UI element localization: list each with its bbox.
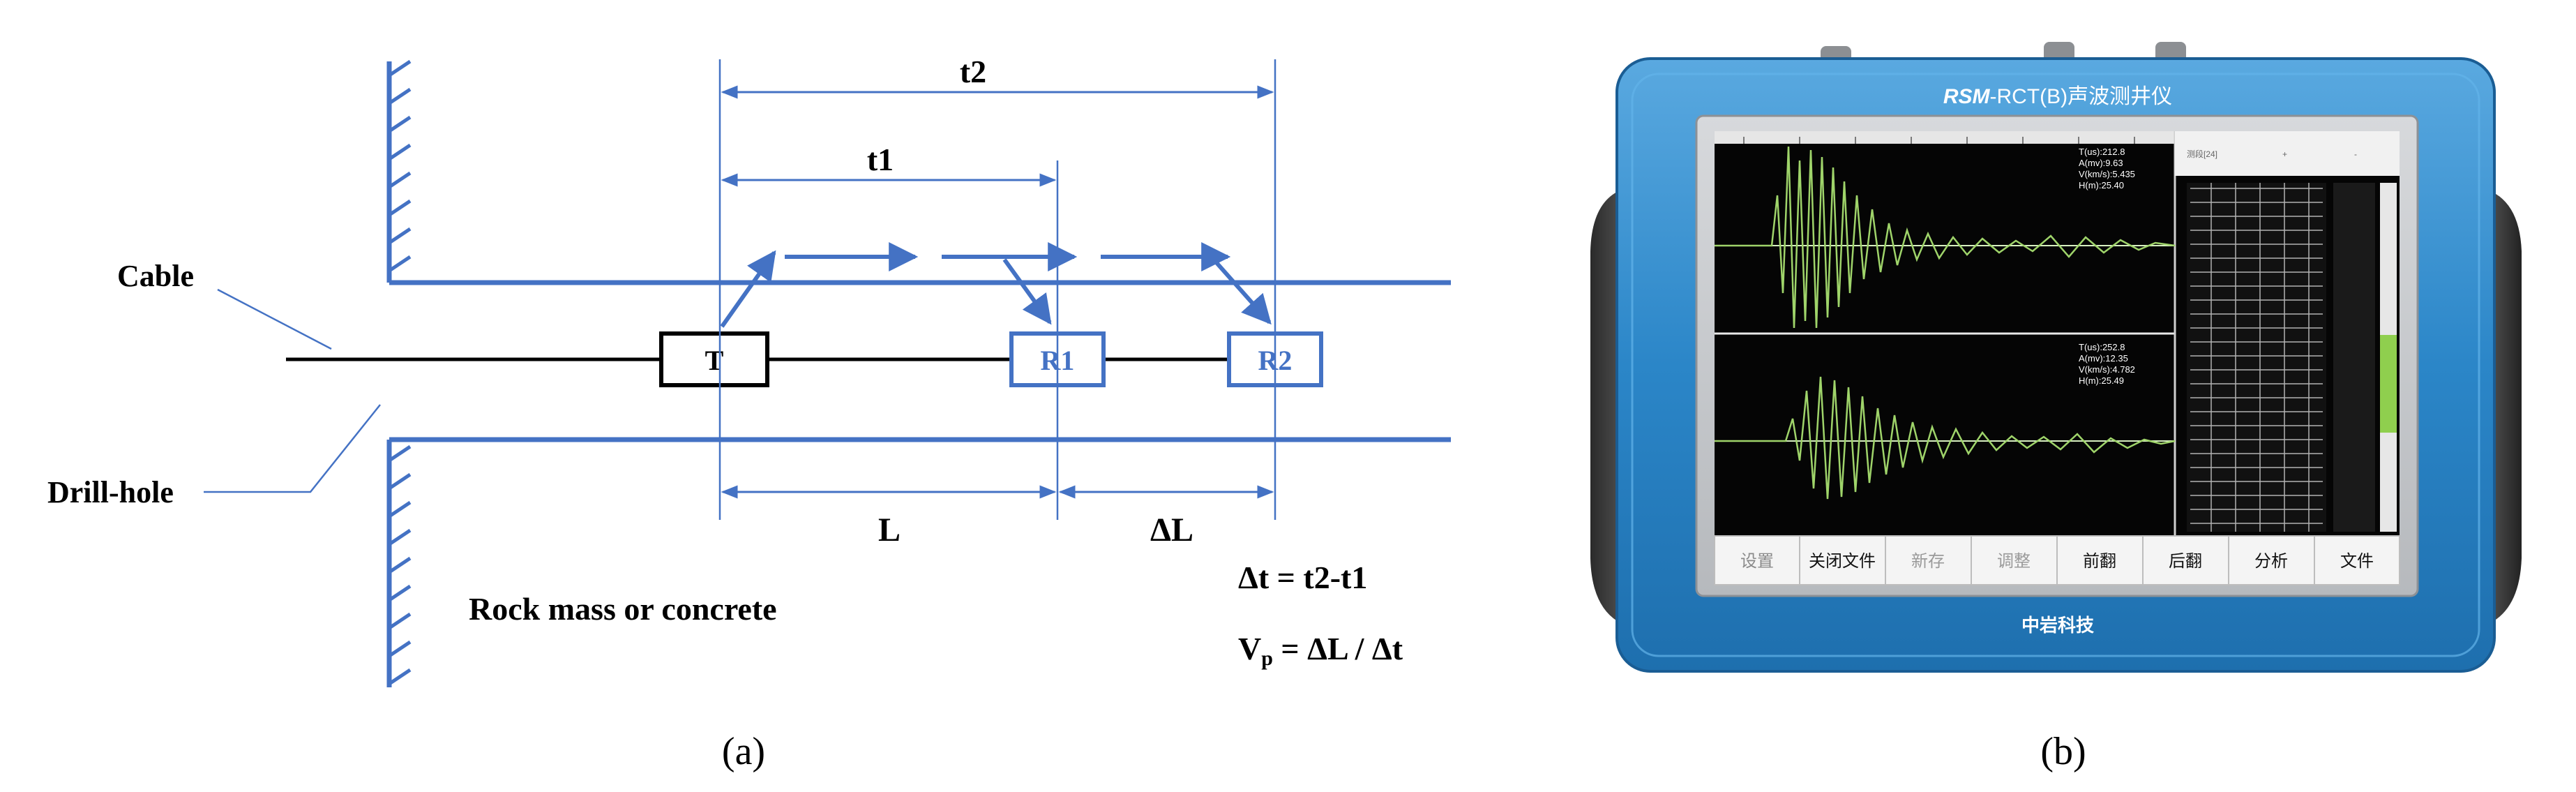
dimension-guides: [718, 59, 1276, 520]
btn-page-forward[interactable]: 前翻: [2083, 552, 2116, 571]
wall-hatching: [388, 59, 412, 686]
waveform-top: [1715, 146, 2176, 329]
t2-label: t2: [960, 54, 986, 89]
depth-profile-column-2: [2333, 183, 2375, 532]
transmitter-box: [659, 331, 769, 387]
side-scroll-green: [2380, 335, 2397, 433]
ruler-ticks: [1743, 137, 2135, 144]
drill-hole-leader: [204, 404, 381, 493]
wave-ray-path: [720, 242, 1272, 328]
svg-text:-: -: [2354, 149, 2357, 159]
delta-t-equation: Δt = t2-t1: [1238, 560, 1367, 595]
svg-text:测段[24]: 测段[24]: [2187, 149, 2217, 159]
button-labels: 设置 关闭文件 新存 调整 前翻 后翻 分析 文件: [1740, 552, 2374, 571]
panel-b-device: RSM-RCT(B)声波测井仪 T(us):212.8 A(mv):9.63 V…: [1590, 42, 2522, 773]
transmitter-label: T: [705, 345, 724, 376]
panel-a-diagram: T R1 R2 t2 t1 L ΔL: [47, 54, 1451, 773]
svg-text:A(mv):9.63: A(mv):9.63: [2079, 158, 2123, 168]
case-inner-edge: [1631, 73, 2480, 657]
btn-close-file[interactable]: 关闭文件: [1809, 552, 1876, 571]
brand-logo: 中岩科技: [2021, 615, 2094, 636]
readout-bottom: T(us):252.8 A(mv):12.35 V(km/s):4.782 H(…: [2079, 342, 2135, 386]
svg-text:T(us):252.8: T(us):252.8: [2079, 342, 2125, 352]
btn-file[interactable]: 文件: [2340, 552, 2374, 571]
cable-leader: [217, 288, 332, 350]
depth-profile-traces: [2190, 183, 2323, 532]
device-title: RSM-RCT(B)声波测井仪: [1943, 85, 2172, 108]
vp-equation: Vp = ΔL / Δt: [1238, 631, 1403, 670]
btn-page-back[interactable]: 后翻: [2169, 552, 2202, 571]
L-label: L: [878, 511, 901, 548]
btn-new-save[interactable]: 新存: [1911, 552, 1945, 571]
svg-text:T(us):212.8: T(us):212.8: [2079, 147, 2125, 157]
svg-text:V(km/s):5.435: V(km/s):5.435: [2079, 169, 2135, 179]
caption-a: (a): [722, 730, 765, 773]
side-panel-tabs: 测段[24] + -: [2187, 149, 2357, 159]
svg-text:H(m):25.40: H(m):25.40: [2079, 180, 2124, 190]
rock-mass-label: Rock mass or concrete: [469, 591, 777, 627]
depth-profile: [2187, 183, 2326, 532]
button-dividers: [1799, 536, 2315, 585]
btn-settings[interactable]: 设置: [1740, 552, 1774, 571]
t1-label: t1: [867, 142, 894, 177]
rock-wall: [386, 59, 412, 687]
side-panel-header: [2175, 131, 2400, 176]
waveform-bottom: [1715, 376, 2176, 500]
drill-hole-label: Drill-hole: [47, 475, 174, 509]
svg-text:V(km/s):4.782: V(km/s):4.782: [2079, 364, 2135, 375]
svg-text:+: +: [2282, 149, 2287, 159]
btn-analyze[interactable]: 分析: [2254, 552, 2288, 571]
delta-L-label: ΔL: [1150, 511, 1193, 548]
cable-label: Cable: [117, 259, 194, 293]
caption-b: (b): [2040, 730, 2086, 773]
svg-text:H(m):25.49: H(m):25.49: [2079, 375, 2124, 386]
svg-text:A(mv):12.35: A(mv):12.35: [2079, 353, 2128, 364]
readout-top: T(us):212.8 A(mv):9.63 V(km/s):5.435 H(m…: [2079, 147, 2135, 190]
btn-adjust[interactable]: 调整: [1997, 552, 2031, 571]
screen-top-ruler: [1715, 131, 2175, 144]
